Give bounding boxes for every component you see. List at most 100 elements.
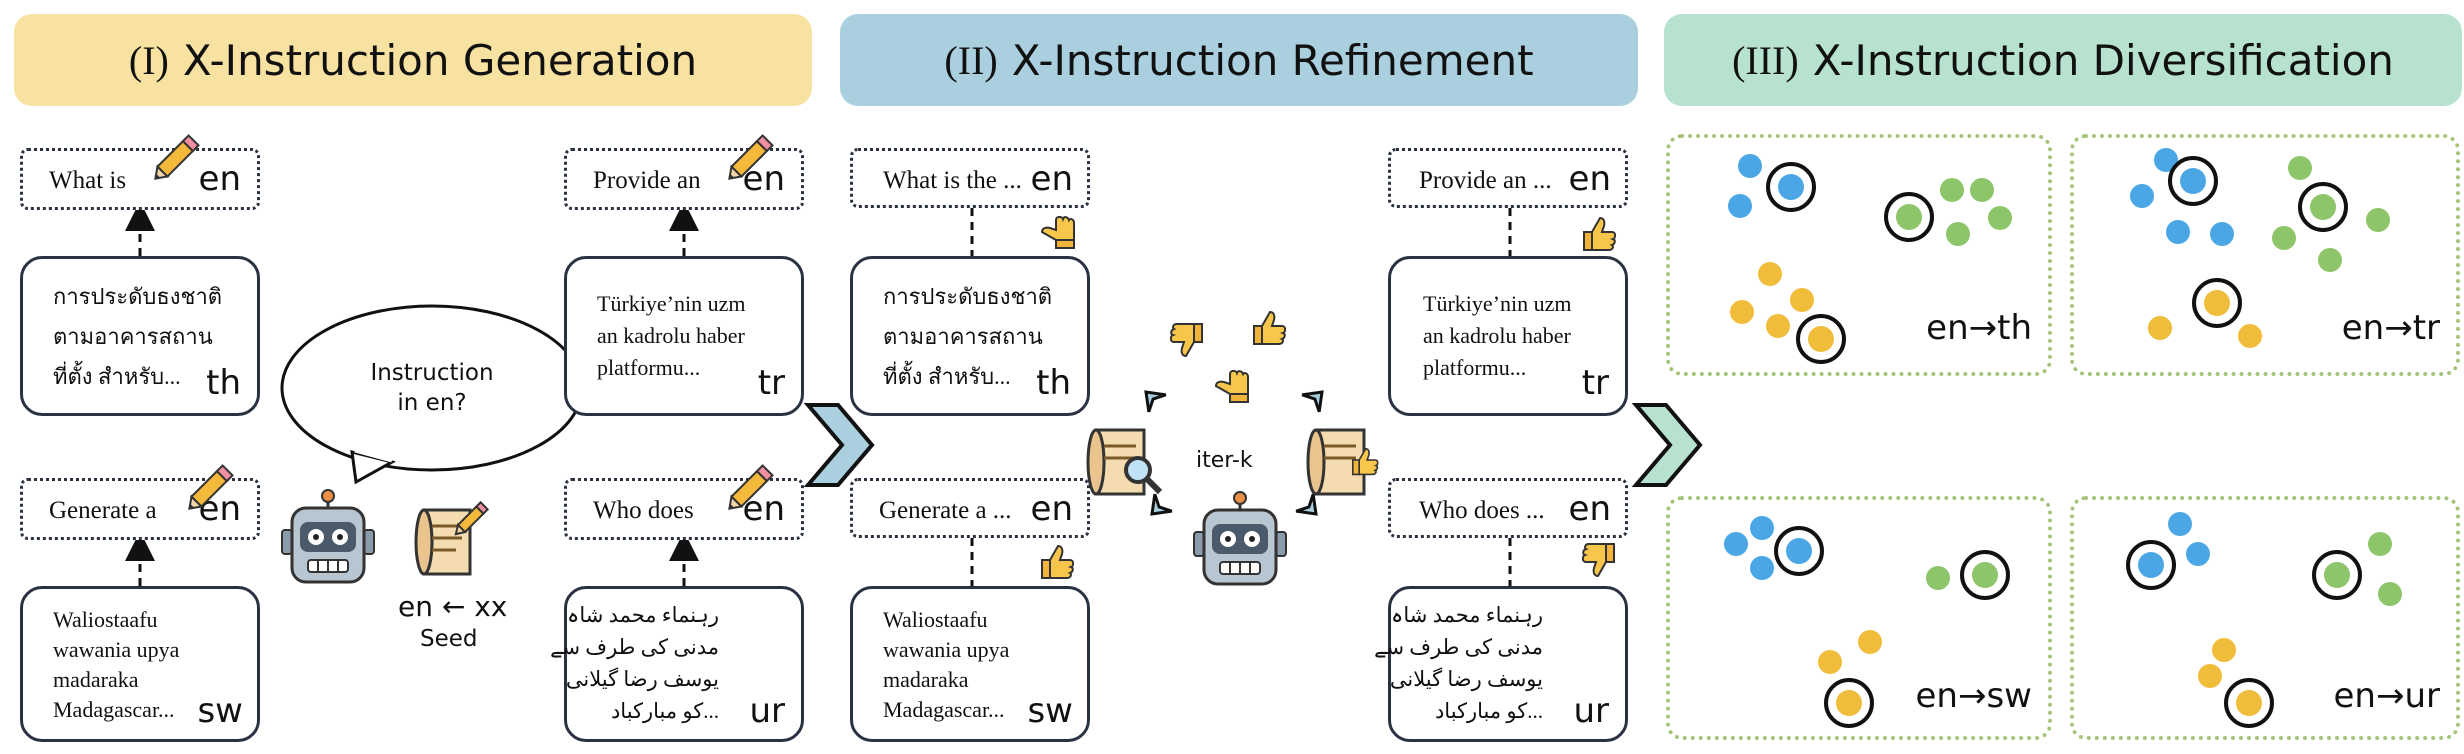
cluster-point xyxy=(2272,226,2296,250)
cluster-point xyxy=(2212,638,2236,662)
gen-query-1-text: What is xyxy=(49,167,126,195)
bubble-line-1: Instruction xyxy=(348,360,516,386)
ref-response-4-line-3: یوسف رضا گیلانی xyxy=(1390,667,1543,692)
cluster-point xyxy=(1750,556,1774,580)
ref-response-4: رہنماء محمد شاہ مدنی کی طرف سے یوسف رضا … xyxy=(1388,586,1628,742)
ref-query-3-lang: en xyxy=(1569,159,1611,199)
cluster-label-sw: en→sw xyxy=(1916,676,2032,716)
thumbs-down-icon xyxy=(1166,320,1208,367)
cluster-point xyxy=(1836,690,1862,716)
ref-response-4-line-2: مدنی کی طرف سے xyxy=(1374,635,1543,660)
seed-pair: en ← xx xyxy=(398,590,507,623)
cluster-point xyxy=(1988,206,2012,230)
section-chevron-2 xyxy=(1636,405,1700,485)
gen-response-3: Türkiye’nin uzm an kadrolu haber platfor… xyxy=(564,256,804,416)
gen-response-1-line-1: การประดับธงชาติ xyxy=(53,279,222,314)
cluster-point xyxy=(2180,168,2206,194)
gen-response-1-line-3: ที่ตั้ง สำหรับ... xyxy=(53,359,181,394)
ref-query-1-lang: en xyxy=(1031,159,1073,199)
cluster-panel-ur: en→ur xyxy=(2070,496,2460,740)
seed-label: Seed xyxy=(420,626,478,652)
gen-response-2-line-3: madaraka xyxy=(53,667,139,693)
cluster-label-ur: en→ur xyxy=(2334,676,2440,716)
gen-response-1: การประดับธงชาติ ตามอาคารสถาน ที่ตั้ง สำห… xyxy=(20,256,260,416)
ref-response-3: Türkiye’nin uzm an kadrolu haber platfor… xyxy=(1388,256,1628,416)
cluster-panel-th: en→th xyxy=(1666,134,2052,376)
ref-query-1-text: What is the ... xyxy=(883,167,1022,195)
cluster-point xyxy=(2198,664,2222,688)
ref-query-3-text: Provide an ... xyxy=(1419,167,1552,195)
cluster-point xyxy=(1724,532,1748,556)
cluster-point xyxy=(1786,538,1812,564)
gen-response-3-lang: tr xyxy=(758,363,785,403)
pencil-icon xyxy=(150,128,206,189)
cluster-point xyxy=(1858,630,1882,654)
gen-response-2-lang: sw xyxy=(197,691,243,731)
cluster-point xyxy=(2210,222,2234,246)
gen-response-4-line-3: یوسف رضا گیلانی xyxy=(566,667,719,692)
pencil-icon xyxy=(724,458,780,519)
ref-query-1: What is the ... en xyxy=(850,148,1090,208)
cluster-point xyxy=(2148,316,2172,340)
cluster-point xyxy=(1970,178,1994,202)
ref-response-2-line-3: madaraka xyxy=(883,667,969,693)
gen-response-2-line-2: wawania upya xyxy=(53,637,179,663)
ref-response-4-line-4: ...کو مبارکباد xyxy=(1435,699,1543,724)
gen-query-2-text: Generate a xyxy=(49,497,157,525)
thumbs-sideways-icon xyxy=(1210,366,1252,413)
gen-response-4-line-2: مدنی کی طرف سے xyxy=(550,635,719,660)
cluster-point xyxy=(2166,220,2190,244)
iter-label: iter-k xyxy=(1196,448,1253,473)
cluster-point xyxy=(1790,288,1814,312)
cluster-point xyxy=(1926,566,1950,590)
ref-query-4-lang: en xyxy=(1569,489,1611,529)
thumbs-down-icon xyxy=(1578,540,1620,587)
cluster-point xyxy=(1940,178,1964,202)
pencil-icon xyxy=(184,458,240,519)
ref-response-2: Waliostaafu wawania upya madaraka Madaga… xyxy=(850,586,1090,742)
ref-response-1-line-2: ตามอาคารสถาน xyxy=(883,319,1043,354)
cluster-point xyxy=(1808,326,1834,352)
cluster-point xyxy=(2236,690,2262,716)
gen-response-2: Waliostaafu wawania upya madaraka Madaga… xyxy=(20,586,260,742)
cluster-point xyxy=(2138,552,2164,578)
ref-response-3-lang: tr xyxy=(1582,363,1609,403)
gen-response-3-line-2: an kadrolu haber xyxy=(597,323,745,349)
thumbs-up-icon xyxy=(1036,540,1078,587)
ref-response-1-line-1: การประดับธงชาติ xyxy=(883,279,1052,314)
loop-chevron-2 xyxy=(1302,384,1330,412)
ref-query-3: Provide an ... en xyxy=(1388,148,1628,208)
pencil-icon xyxy=(724,128,780,189)
ref-response-1-lang: th xyxy=(1036,363,1071,403)
gen-response-4: رہنماء محمد شاہ مدنی کی طرف سے یوسف رضا … xyxy=(564,586,804,742)
ref-query-4: Who does ... en xyxy=(1388,478,1628,538)
cluster-point xyxy=(1972,562,1998,588)
scroll-thumbs-up-icon xyxy=(1302,420,1386,509)
cluster-point xyxy=(2310,194,2336,220)
ref-query-2: Generate a ... en xyxy=(850,478,1090,538)
cluster-point xyxy=(2368,532,2392,556)
ref-response-4-lang: ur xyxy=(1573,691,1609,731)
cluster-point xyxy=(1728,194,1752,218)
loop-chevron-1 xyxy=(1138,384,1166,412)
ref-response-4-line-1: رہنماء محمد شاہ xyxy=(1391,603,1543,628)
ref-query-2-text: Generate a ... xyxy=(879,497,1012,525)
ref-response-1: การประดับธงชาติ ตามอาคารสถาน ที่ตั้ง สำห… xyxy=(850,256,1090,416)
gen-response-4-lang: ur xyxy=(749,691,785,731)
gen-query-1: What is en xyxy=(20,148,260,210)
cluster-panel-sw: en→sw xyxy=(1666,496,2052,740)
cluster-point xyxy=(2204,290,2230,316)
robot-icon xyxy=(1190,490,1290,595)
cluster-point xyxy=(2168,512,2192,536)
cluster-point xyxy=(1766,314,1790,338)
ref-query-2-lang: en xyxy=(1031,489,1073,529)
ref-response-3-line-3: platformu... xyxy=(1423,355,1526,381)
gen-response-2-line-4: Madagascar... xyxy=(53,697,175,723)
thumbs-sideways-icon xyxy=(1036,212,1078,259)
ref-response-3-line-1: Türkiye’nin uzm xyxy=(1423,291,1571,317)
cluster-point xyxy=(1896,204,1922,230)
ref-response-3-line-2: an kadrolu haber xyxy=(1423,323,1571,349)
thumbs-up-icon xyxy=(1248,306,1290,353)
cluster-label-tr: en→tr xyxy=(2342,308,2440,348)
gen-response-1-line-2: ตามอาคารสถาน xyxy=(53,319,213,354)
